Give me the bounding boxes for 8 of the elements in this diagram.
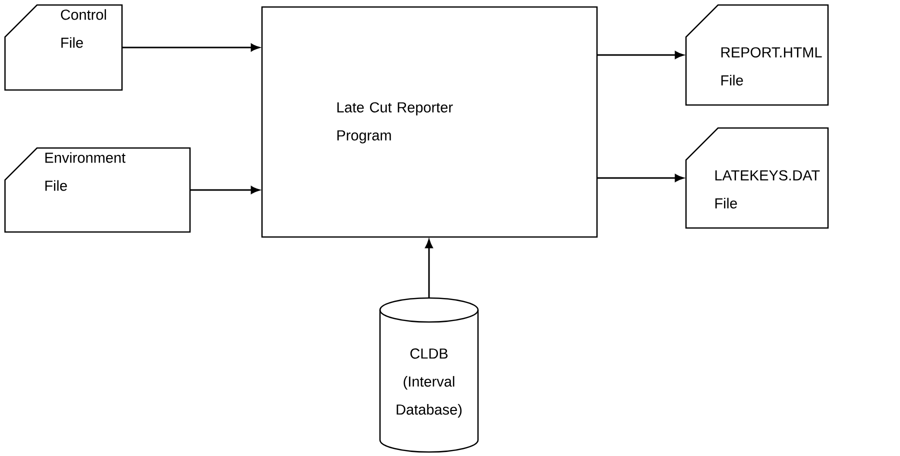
process-box: Late Cut Reporter Program — [261, 6, 598, 238]
arrow — [190, 186, 260, 194]
arrow — [425, 239, 433, 298]
database-cylinder: CLDB (Interval Database) — [379, 297, 479, 453]
arrow — [597, 174, 684, 182]
arrow — [597, 51, 684, 59]
node-label: CLDB (Interval Database) — [396, 348, 462, 418]
arrow — [122, 44, 260, 52]
